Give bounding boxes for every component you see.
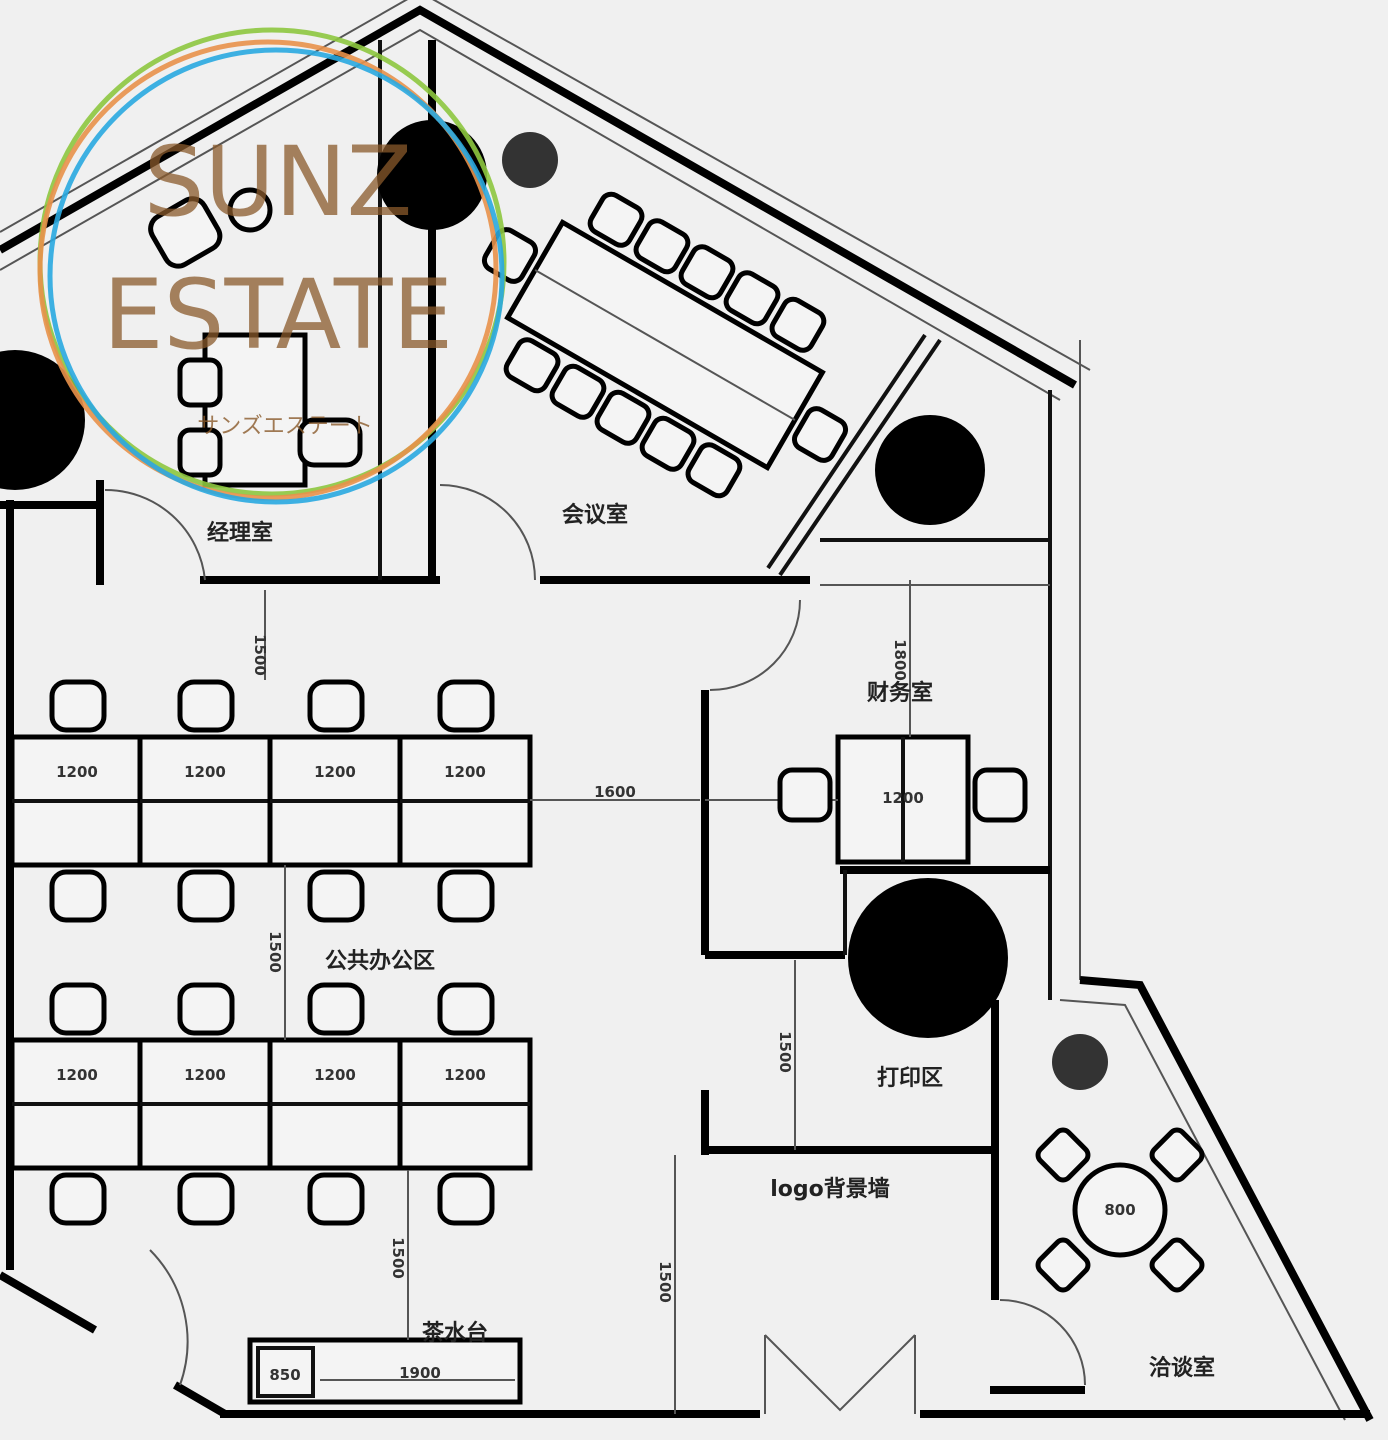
room-label-open-office: 公共办公区 xyxy=(325,949,435,974)
chair xyxy=(307,869,365,923)
column xyxy=(875,415,985,525)
chair xyxy=(307,982,365,1036)
exterior-walls xyxy=(0,0,1374,1422)
finance-desk xyxy=(705,734,1028,865)
columns xyxy=(0,120,1108,1090)
dim-aisle-top: 1500 xyxy=(251,634,269,676)
chair xyxy=(437,982,495,1036)
chair xyxy=(177,869,235,923)
meeting-table xyxy=(481,191,849,499)
dimension-lines xyxy=(264,580,911,1414)
chair xyxy=(307,679,365,733)
logo-text-sunz: SUNZ xyxy=(144,126,413,238)
manager-furniture xyxy=(148,187,363,488)
tea-counter xyxy=(247,1337,523,1405)
chair xyxy=(791,406,849,463)
logo-text-kana: サンズエステート xyxy=(197,414,373,439)
interior-walls xyxy=(0,40,1086,1414)
chair xyxy=(685,442,743,499)
chair xyxy=(307,1172,365,1226)
desk-dimension: 1200 xyxy=(444,763,486,781)
desk-dimension: 1200 xyxy=(56,763,98,781)
room-label-logo-wall: logo背景墙 xyxy=(770,1177,890,1202)
chair xyxy=(639,415,697,472)
plant-icon xyxy=(1052,1034,1108,1090)
chair xyxy=(723,270,781,327)
dim-to-finance: 1600 xyxy=(594,783,636,801)
room-label-meeting: 会议室 xyxy=(562,502,628,528)
room-label-manager: 经理室 xyxy=(207,520,273,546)
dim-aisle-bottom: 1500 xyxy=(389,1237,407,1279)
room-label-negotiation: 洽谈室 xyxy=(1149,1355,1215,1381)
room-label-finance: 财务室 xyxy=(867,680,933,706)
dim-fridge: 850 xyxy=(269,1366,300,1384)
sunz-estate-logo: SUNZ ESTATE サンズエステート xyxy=(37,27,507,505)
dim-finance-front: 1800 xyxy=(891,639,909,681)
desk-dimensions: 1200 1200 1200 1200 1200 1200 1200 1200 xyxy=(56,763,486,1084)
round-table xyxy=(1035,1127,1205,1293)
chair xyxy=(587,191,645,248)
desk-dimension: 1200 xyxy=(184,763,226,781)
dim-aisle-mid: 1500 xyxy=(266,931,284,973)
room-label-print: 打印区 xyxy=(877,1066,943,1091)
chair xyxy=(177,982,235,1036)
chair xyxy=(549,363,607,420)
chair xyxy=(49,679,107,733)
workstations xyxy=(9,679,533,1226)
chair xyxy=(437,679,495,733)
dim-entry-aisle: 1500 xyxy=(656,1261,674,1303)
desk-dimension: 1200 xyxy=(184,1066,226,1084)
plant-icon xyxy=(502,132,558,188)
desk-dimension: 1200 xyxy=(314,763,356,781)
chair xyxy=(49,1172,107,1226)
dim-tea-counter: 1900 xyxy=(399,1364,441,1382)
dim-finance-desk: 1200 xyxy=(882,789,924,807)
logo-text-estate: ESTATE xyxy=(103,259,453,371)
room-label-tea: 茶水台 xyxy=(422,1320,488,1346)
desk-dimension: 1200 xyxy=(444,1066,486,1084)
column xyxy=(0,350,85,490)
chair xyxy=(177,679,235,733)
chair xyxy=(49,869,107,923)
chair xyxy=(633,218,691,275)
chair xyxy=(678,244,736,301)
chair xyxy=(437,869,495,923)
desk-dimension: 1200 xyxy=(56,1066,98,1084)
chair xyxy=(437,1172,495,1226)
chair xyxy=(594,389,652,446)
chair xyxy=(503,337,561,394)
dim-print-aisle: 1500 xyxy=(776,1031,794,1073)
chair xyxy=(177,1172,235,1226)
desk-dimension: 1200 xyxy=(314,1066,356,1084)
dim-round-table: 800 xyxy=(1104,1201,1135,1219)
chair xyxy=(49,982,107,1036)
column xyxy=(848,878,1008,1038)
chair xyxy=(769,296,827,353)
